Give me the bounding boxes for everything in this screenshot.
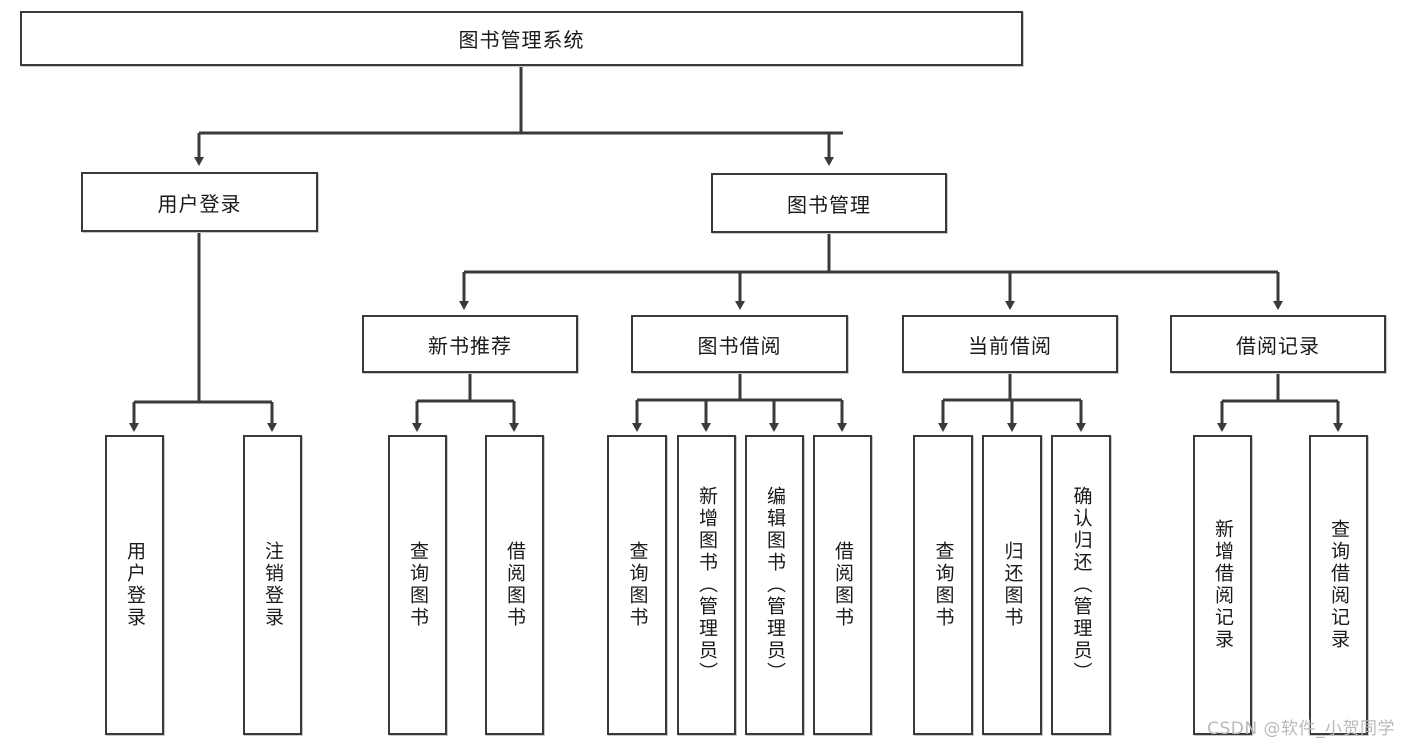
node-label: 当前借阅 bbox=[968, 333, 1052, 358]
node-label: 注销登录 bbox=[262, 541, 284, 629]
node-label: 用户登录 bbox=[124, 541, 146, 629]
leaf-logout[interactable]: 注销登录 bbox=[243, 435, 302, 735]
node-label: 归还图书 bbox=[1001, 541, 1024, 629]
node-label: 编辑图书（管理员） bbox=[764, 486, 786, 684]
node-label: 借阅图书 bbox=[832, 541, 854, 629]
node-label: 查询图书 bbox=[626, 541, 649, 629]
node-label: 图书借阅 bbox=[697, 333, 782, 358]
node-book-borrow[interactable]: 图书借阅 bbox=[631, 315, 848, 373]
watermark-text: CSDN @软件_小贺同学 bbox=[1207, 719, 1395, 739]
leaf-bookborrow-edit-book[interactable]: 编辑图书（管理员） bbox=[745, 435, 804, 735]
node-label: 确认归还（管理员） bbox=[1070, 486, 1093, 684]
leaf-borrowrecord-query-record[interactable]: 查询借阅记录 bbox=[1309, 435, 1368, 735]
node-label: 新增图书（管理员） bbox=[696, 486, 718, 684]
node-label: 图书管理系统 bbox=[458, 28, 585, 52]
node-label: 查询借阅记录 bbox=[1328, 519, 1350, 651]
node-label: 借阅记录 bbox=[1236, 333, 1320, 358]
node-user-login[interactable]: 用户登录 bbox=[81, 172, 318, 232]
node-borrow-record[interactable]: 借阅记录 bbox=[1170, 315, 1386, 373]
leaf-bookborrow-add-book[interactable]: 新增图书（管理员） bbox=[677, 435, 736, 735]
leaf-bookborrow-borrow-book[interactable]: 借阅图书 bbox=[813, 435, 872, 735]
node-new-book-recommend[interactable]: 新书推荐 bbox=[362, 315, 578, 373]
leaf-newbook-borrow-book[interactable]: 借阅图书 bbox=[485, 435, 544, 735]
leaf-currentborrow-confirm-return[interactable]: 确认归还（管理员） bbox=[1051, 435, 1111, 735]
node-label: 图书管理 bbox=[787, 192, 871, 217]
leaf-bookborrow-query-book[interactable]: 查询图书 bbox=[607, 435, 667, 735]
node-root-system[interactable]: 图书管理系统 bbox=[20, 11, 1023, 66]
node-label: 借阅图书 bbox=[504, 541, 526, 629]
leaf-currentborrow-query-book[interactable]: 查询图书 bbox=[913, 435, 973, 735]
node-current-borrow[interactable]: 当前借阅 bbox=[902, 315, 1118, 373]
leaf-newbook-query-book[interactable]: 查询图书 bbox=[388, 435, 447, 735]
node-book-management[interactable]: 图书管理 bbox=[711, 173, 947, 233]
leaf-user-login[interactable]: 用户登录 bbox=[105, 435, 164, 735]
leaf-currentborrow-return-book[interactable]: 归还图书 bbox=[982, 435, 1042, 735]
node-label: 查询图书 bbox=[932, 541, 955, 629]
leaf-borrowrecord-add-record[interactable]: 新增借阅记录 bbox=[1193, 435, 1252, 735]
node-label: 用户登录 bbox=[157, 191, 242, 216]
node-label: 查询图书 bbox=[407, 541, 429, 629]
node-label: 新增借阅记录 bbox=[1212, 519, 1234, 651]
node-label: 新书推荐 bbox=[428, 333, 512, 358]
